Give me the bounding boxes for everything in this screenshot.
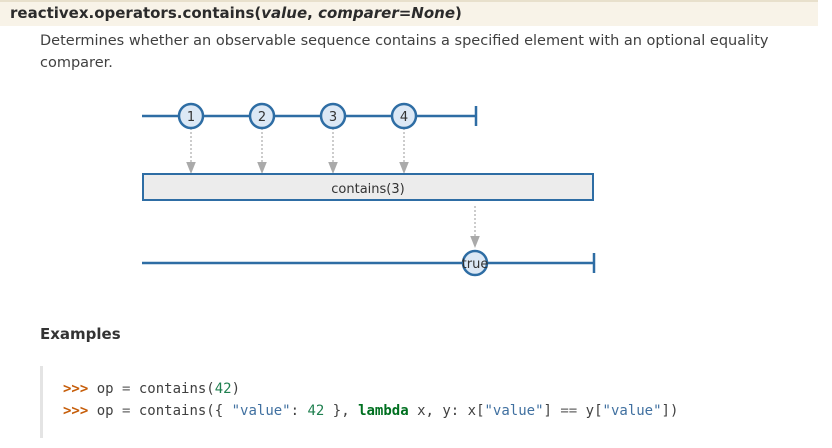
code-text: y[ bbox=[577, 403, 603, 419]
signature-param-value: value bbox=[261, 4, 308, 22]
code-number: 42 bbox=[307, 403, 325, 419]
description: Determines whether an observable sequenc… bbox=[40, 33, 769, 71]
code-prompt: >>> bbox=[63, 403, 89, 419]
code-text: ]) bbox=[661, 403, 679, 419]
marble-diagram: 1 2 3 4 contains(3) true bbox=[142, 102, 596, 277]
signature-separator: , bbox=[307, 4, 319, 22]
code-keyword: lambda bbox=[358, 403, 409, 419]
code-operator: = bbox=[122, 403, 131, 419]
signature-name: reactivex.operators.contains( bbox=[10, 4, 262, 22]
code-text: }, bbox=[324, 403, 359, 419]
marble-4-label: 4 bbox=[400, 110, 408, 125]
code-line-1: >>> op = contains(42) bbox=[63, 378, 830, 400]
code-number: 42 bbox=[214, 381, 232, 397]
marble-2: 2 bbox=[248, 102, 276, 130]
code-text: ] bbox=[543, 403, 561, 419]
signature-close: ) bbox=[455, 4, 462, 22]
code-operator: == bbox=[560, 403, 578, 419]
code-string: "value" bbox=[484, 403, 544, 419]
marble-1-label: 1 bbox=[187, 110, 195, 125]
marble-3-label: 3 bbox=[329, 110, 337, 125]
code-text: : bbox=[290, 403, 308, 419]
code-text: op bbox=[88, 381, 123, 397]
code-text: x, y: x[ bbox=[408, 403, 485, 419]
code-string: "value" bbox=[602, 403, 662, 419]
code-string: "value" bbox=[231, 403, 291, 419]
code-text: op bbox=[88, 403, 123, 419]
operator-box bbox=[142, 173, 594, 201]
function-signature: reactivex.operators.contains(value, comp… bbox=[0, 0, 818, 26]
marble-3: 3 bbox=[319, 102, 347, 130]
code-operator: = bbox=[122, 381, 131, 397]
signature-param-comparer: comparer=None bbox=[318, 4, 455, 22]
input-arrows bbox=[186, 128, 409, 174]
marble-4: 4 bbox=[390, 102, 418, 130]
code-block: >>> op = contains(42)>>> op = contains({… bbox=[40, 366, 830, 438]
code-text: ) bbox=[231, 381, 241, 397]
code-text: contains({ bbox=[130, 403, 232, 419]
output-marble: true bbox=[462, 249, 489, 277]
output-marble-label: true bbox=[462, 257, 489, 272]
code-text: contains( bbox=[130, 381, 215, 397]
examples-heading: Examples bbox=[40, 325, 121, 343]
marble-1: 1 bbox=[177, 102, 205, 130]
marble-2-label: 2 bbox=[258, 110, 266, 125]
code-line-2: >>> op = contains({ "value": 42 }, lambd… bbox=[63, 400, 830, 422]
operator-label: contains(3) bbox=[331, 182, 404, 197]
code-prompt: >>> bbox=[63, 381, 89, 397]
